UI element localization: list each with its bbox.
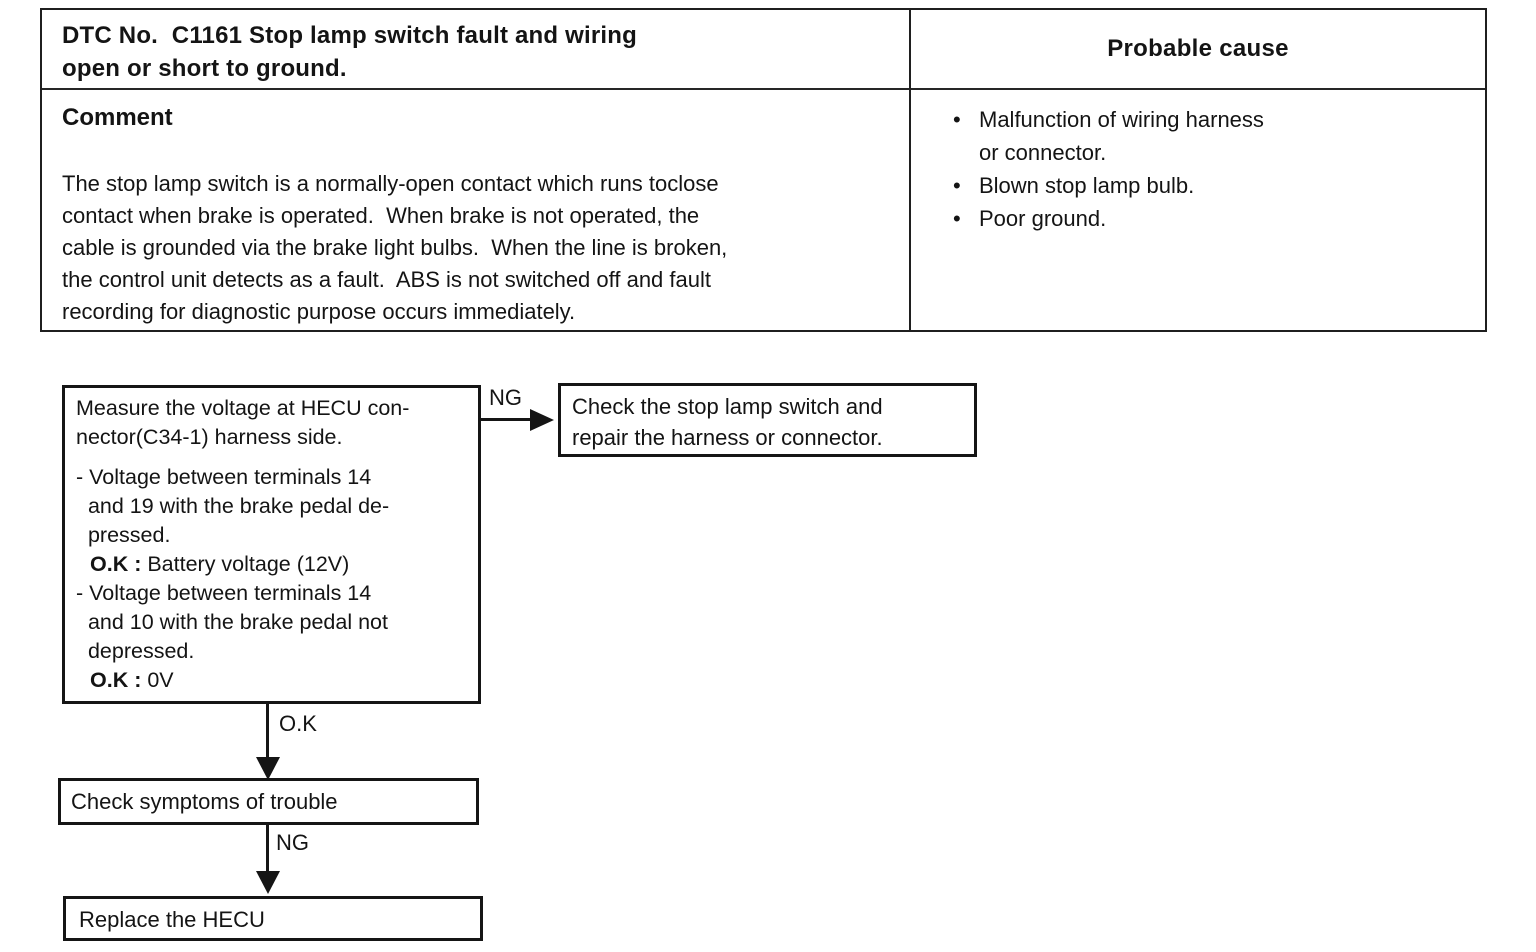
measure-voltage-box: Measure the voltage at HECU con- nector(… [62,385,481,704]
flow-connector-line [481,418,531,421]
bullet-icon: • [953,206,961,231]
probable-cause-list: • Malfunction of wiring harness or conne… [911,90,1485,330]
ok-spec-label: O.K : [90,552,142,576]
ok-spec: O.K : 0V [76,666,470,695]
bullet-icon: • [953,107,961,132]
cause-text: Poor ground. [979,206,1107,231]
bullet-icon: • [953,173,961,198]
ok-spec-label: O.K : [90,668,142,692]
replace-hecu-box: Replace the HECU [63,896,483,941]
voltage-check-item: - Voltage between terminals 14 and 10 wi… [76,579,470,695]
ng-down-label: NG [276,830,309,855]
list-item: • Poor ground. [953,202,1475,235]
ok-branch-label: O.K [279,711,317,736]
list-item: • Blown stop lamp bulb. [953,169,1475,202]
voltage-check-text: - Voltage between terminals 14 and 19 wi… [76,465,390,547]
probable-cause-header: Probable cause [1107,35,1289,62]
arrow-down-icon [256,871,280,894]
ok-spec-value: Battery voltage (12V) [147,552,350,576]
measure-voltage-intro: Measure the voltage at HECU con- nector(… [76,396,410,449]
check-symptoms-box: Check symptoms of trouble [58,778,479,825]
cause-text: Malfunction of wiring harness or connect… [979,107,1264,165]
comment-heading: Comment [62,104,173,131]
arrow-right-icon [530,409,554,431]
voltage-check-item: - Voltage between terminals 14 and 19 wi… [76,463,470,579]
dtc-table: DTC No. C1161 Stop lamp switch fault and… [40,8,1487,332]
ok-spec: O.K : Battery voltage (12V) [76,550,470,579]
ok-spec-value: 0V [147,668,174,692]
ng-branch-label: NG [489,385,522,410]
flow-connector-line [266,825,269,872]
dtc-title: DTC No. C1161 Stop lamp switch fault and… [62,22,638,82]
probable-cause-header-cell: Probable cause [911,10,1485,90]
dtc-title-cell: DTC No. C1161 Stop lamp switch fault and… [42,10,911,90]
cause-text: Blown stop lamp bulb. [979,173,1195,198]
comment-body: The stop lamp switch is a normally-open … [62,171,728,324]
list-item: • Malfunction of wiring harness or conne… [953,103,1475,169]
arrow-down-icon [256,757,280,780]
comment-cell: Comment The stop lamp switch is a normal… [42,90,911,330]
check-stop-lamp-switch-box: Check the stop lamp switch and repair th… [558,383,977,457]
voltage-check-text: - Voltage between terminals 14 and 10 wi… [76,581,388,663]
flow-connector-line [266,704,269,758]
